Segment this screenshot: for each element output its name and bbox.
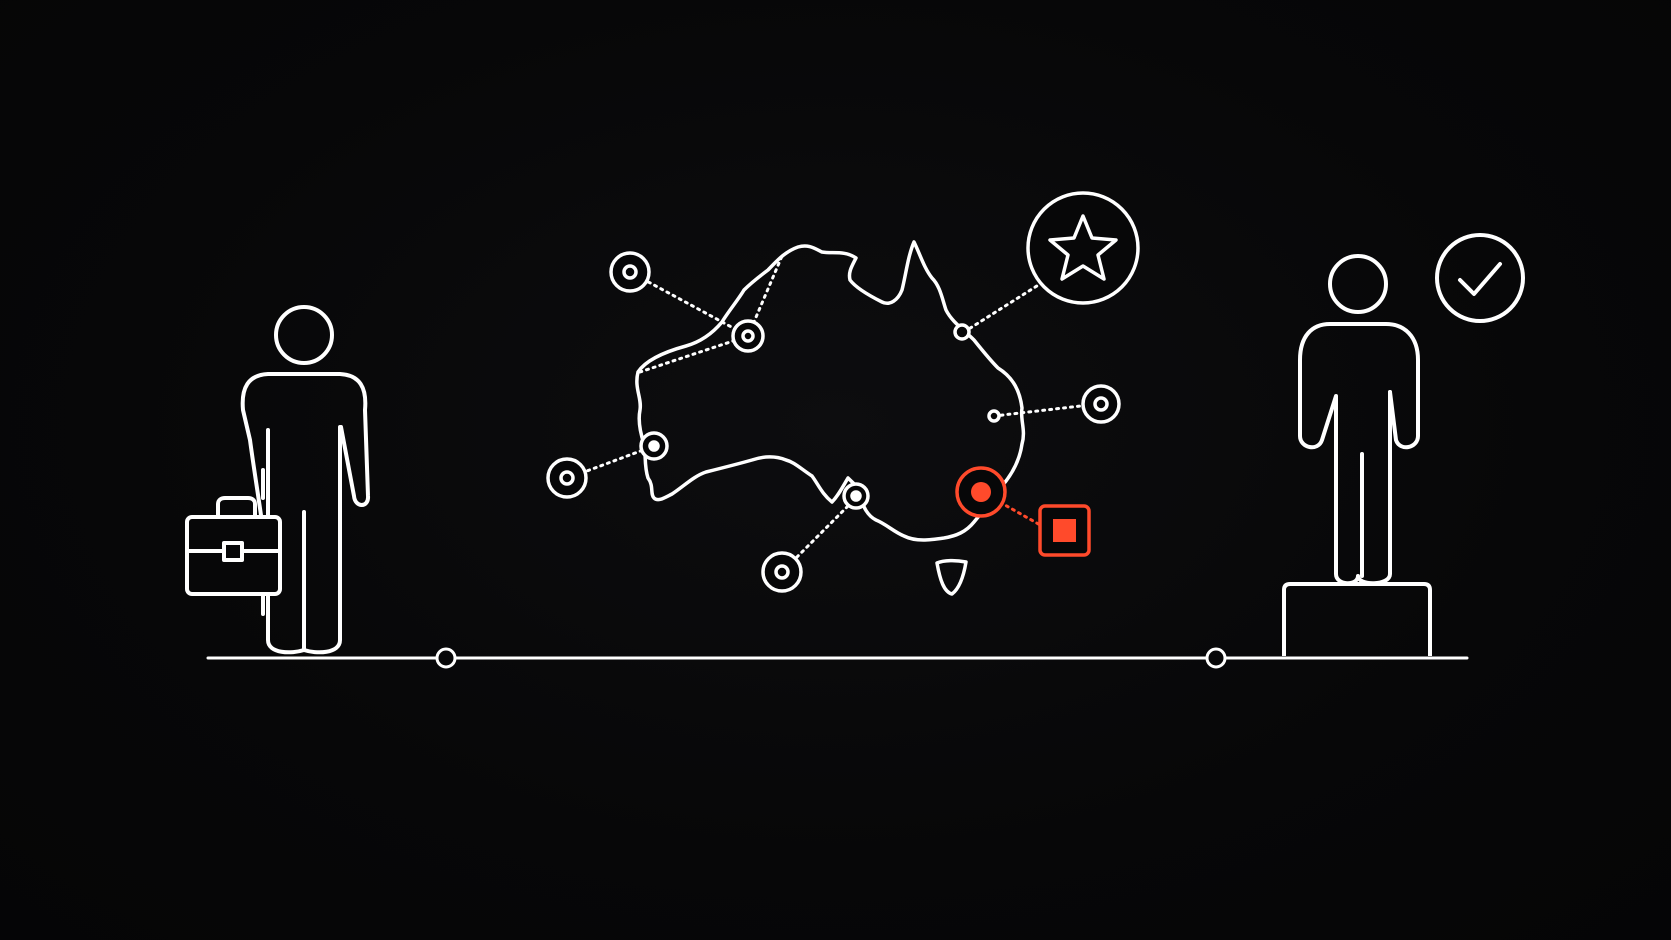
- connectors: [566, 254, 1100, 574]
- connector-line-accent: [980, 490, 1044, 528]
- checkmark-badge-icon: [1435, 233, 1525, 323]
- star-badge-icon: [1026, 191, 1140, 305]
- person-head: [1328, 254, 1388, 314]
- australia-mainland-outline: [635, 240, 1026, 542]
- location-node-icon: [953, 323, 971, 341]
- person-with-briefcase-icon: [240, 305, 370, 655]
- square-marker-icon: [1038, 504, 1091, 557]
- location-node-icon: [609, 251, 651, 293]
- checkmark-icon: [1458, 262, 1502, 296]
- person-body: [240, 372, 370, 616]
- location-node-icon: [842, 482, 870, 510]
- person-body: [1298, 322, 1420, 456]
- location-node-icon: [987, 409, 1001, 423]
- location-node-icon: [731, 319, 765, 353]
- location-node-icon: [546, 457, 588, 499]
- briefcase-icon: [185, 496, 282, 596]
- timeline-milestone-icon: [435, 647, 457, 669]
- person-head: [274, 305, 334, 365]
- connector-line: [628, 270, 750, 338]
- person-on-podium-icon: [1298, 254, 1420, 586]
- australia-map-icon: [635, 240, 1026, 596]
- timeline-milestone-icon: [1205, 647, 1227, 669]
- star-icon: [1048, 214, 1118, 281]
- timeline: [206, 647, 1469, 669]
- location-node-icon: [761, 551, 803, 593]
- person-legs-outline: [1334, 390, 1392, 586]
- location-node-icon: [1081, 384, 1121, 424]
- highlighted-location-icon: [955, 466, 1007, 518]
- podium-icon: [1282, 582, 1432, 656]
- location-nodes: [546, 251, 1121, 593]
- connector-line: [638, 334, 750, 374]
- tasmania-outline: [935, 558, 968, 596]
- briefcase-clasp: [222, 541, 244, 562]
- connector-line: [992, 402, 1100, 418]
- location-node-icon: [639, 431, 669, 461]
- connector-line: [962, 282, 1042, 334]
- briefcase-handle: [216, 496, 257, 517]
